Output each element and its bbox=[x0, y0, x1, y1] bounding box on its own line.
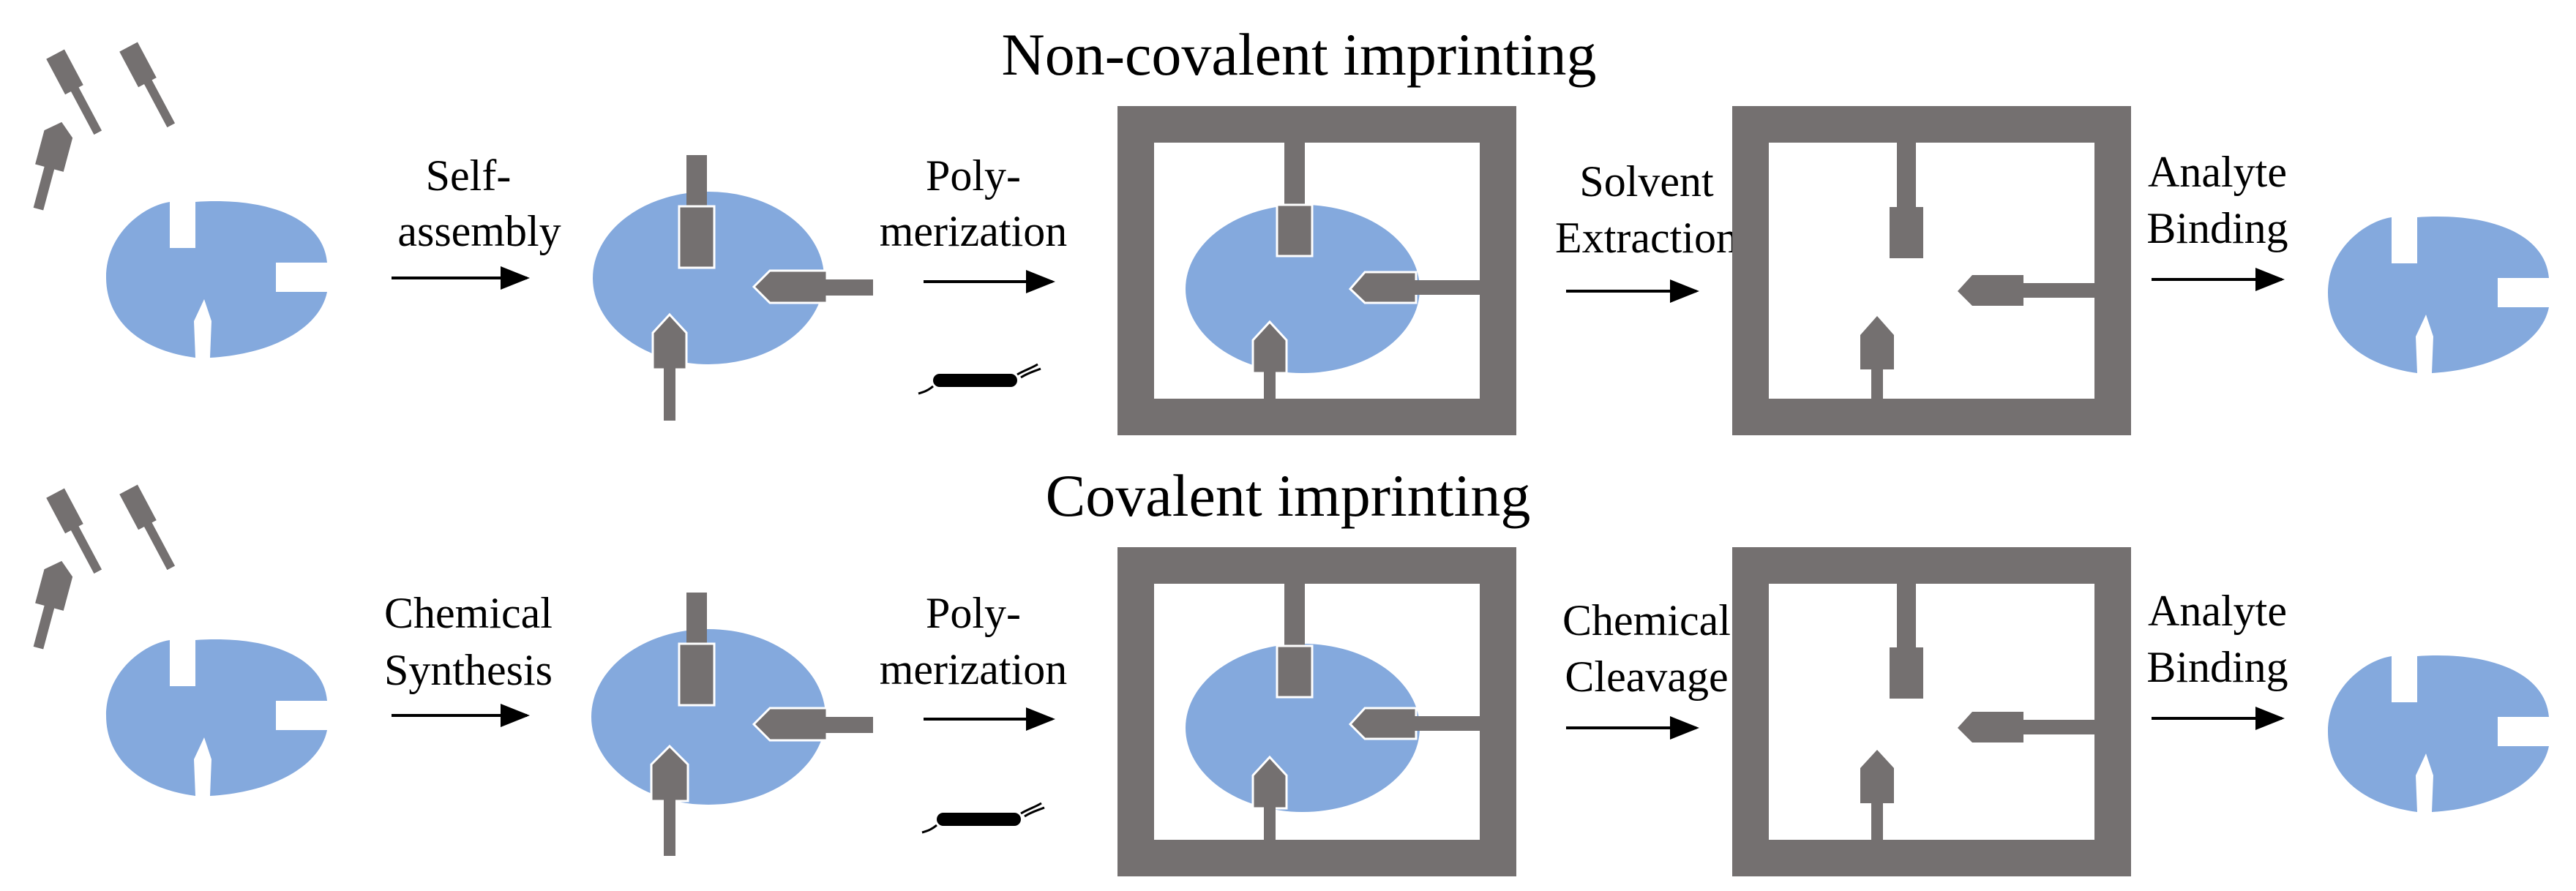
step-label-analyte-binding-2: Binding bbox=[2146, 204, 2288, 252]
free-monomers-group bbox=[33, 42, 176, 211]
template-analyte bbox=[106, 201, 327, 358]
rebound-analyte bbox=[2328, 217, 2549, 373]
polymer-with-template bbox=[1117, 106, 1516, 435]
prepolymer-complex bbox=[591, 593, 873, 856]
prepolymer-complex bbox=[590, 155, 873, 421]
step-label-chemical-synthesis-2: Synthesis bbox=[384, 646, 553, 694]
step-label-polymerization-1: Poly- bbox=[926, 589, 1021, 637]
step-label-polymerization-2: merization bbox=[880, 207, 1068, 255]
step-label-self-assembly-1: Self- bbox=[426, 151, 512, 200]
crosslinker-molecule bbox=[921, 802, 1046, 834]
imprinted-polymer bbox=[1732, 547, 2131, 876]
step-label-polymerization-1: Poly- bbox=[926, 151, 1021, 200]
step-label-chemical-synthesis-1: Chemical bbox=[384, 589, 553, 637]
imprinted-polymer bbox=[1732, 106, 2131, 435]
row-covalent: Chemical Synthesis Poly- merization bbox=[33, 484, 2549, 876]
row-non-covalent: Self- assembly Poly- merization bbox=[33, 42, 2549, 435]
free-monomers-group bbox=[33, 484, 176, 650]
template-analyte bbox=[106, 639, 327, 796]
step-label-analyte-binding-1: Analyte bbox=[2148, 148, 2287, 196]
step-label-solvent-extraction-1: Solvent bbox=[1579, 157, 1714, 206]
step-label-solvent-extraction-2: Extraction bbox=[1555, 214, 1738, 262]
polymer-with-template bbox=[1117, 547, 1516, 876]
step-label-self-assembly-2: assembly bbox=[397, 207, 561, 255]
title-non-covalent: Non-covalent imprinting bbox=[1002, 21, 1597, 88]
step-label-polymerization-2: merization bbox=[880, 645, 1068, 693]
step-label-analyte-binding-2: Binding bbox=[2146, 643, 2288, 691]
crosslinker-molecule bbox=[917, 363, 1042, 395]
step-label-analyte-binding-1: Analyte bbox=[2148, 587, 2287, 635]
step-label-chemical-cleavage-2: Cleavage bbox=[1565, 653, 1728, 701]
rebound-analyte bbox=[2328, 655, 2549, 812]
title-covalent: Covalent imprinting bbox=[1046, 462, 1531, 529]
step-label-chemical-cleavage-1: Chemical bbox=[1562, 596, 1731, 644]
